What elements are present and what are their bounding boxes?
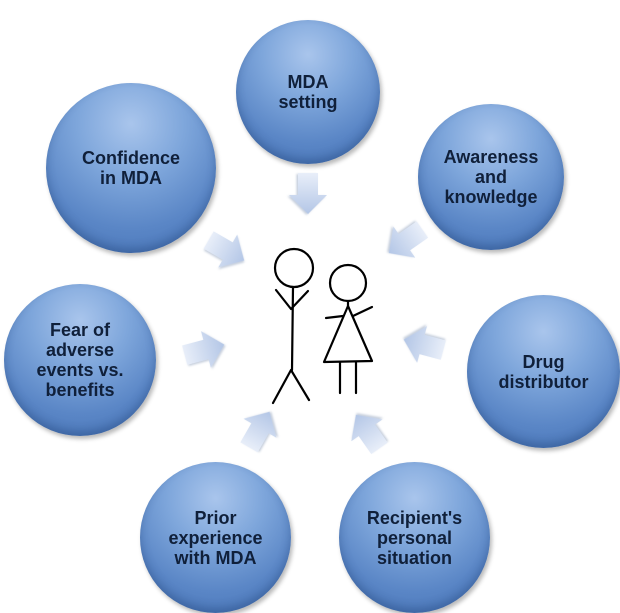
bubble-recipient-situation: Recipient's personal situation bbox=[339, 462, 490, 613]
bubble-mda-setting: MDA setting bbox=[236, 20, 380, 164]
bubble-fear-adverse-events: Fear of adverse events vs. benefits bbox=[4, 284, 156, 436]
arrow-from-prior-experience bbox=[240, 411, 277, 453]
bubble-prior-experience: Prior experience with MDA bbox=[140, 462, 291, 613]
female-stick-figure-icon bbox=[322, 263, 374, 395]
bubble-label-recipient-situation: Recipient's personal situation bbox=[366, 507, 463, 568]
bubble-label-confidence-mda: Confidence in MDA bbox=[81, 148, 180, 188]
arrow-from-recipient bbox=[351, 414, 388, 455]
bubble-label-mda-setting: MDA setting bbox=[278, 72, 338, 112]
bubble-drug-distributor: Drug distributor bbox=[467, 295, 620, 448]
bubble-label-fear-adverse-events: Fear of adverse events vs. benefits bbox=[36, 320, 124, 400]
bubble-label-prior-experience: Prior experience with MDA bbox=[168, 507, 263, 568]
bubble-confidence-mda: Confidence in MDA bbox=[46, 83, 216, 253]
arrow-from-confidence bbox=[203, 231, 245, 268]
arrow-from-awareness bbox=[388, 221, 429, 258]
arrow-from-drug-distributor bbox=[403, 326, 446, 363]
male-stick-figure-icon bbox=[271, 247, 315, 405]
bubble-awareness-knowledge: Awareness and knowledge bbox=[418, 104, 564, 250]
arrow-from-mda-setting bbox=[289, 173, 327, 214]
arrow-from-fear-adverse bbox=[182, 331, 225, 368]
bubble-label-awareness-knowledge: Awareness and knowledge bbox=[443, 147, 539, 207]
bubble-label-drug-distributor: Drug distributor bbox=[498, 351, 589, 392]
